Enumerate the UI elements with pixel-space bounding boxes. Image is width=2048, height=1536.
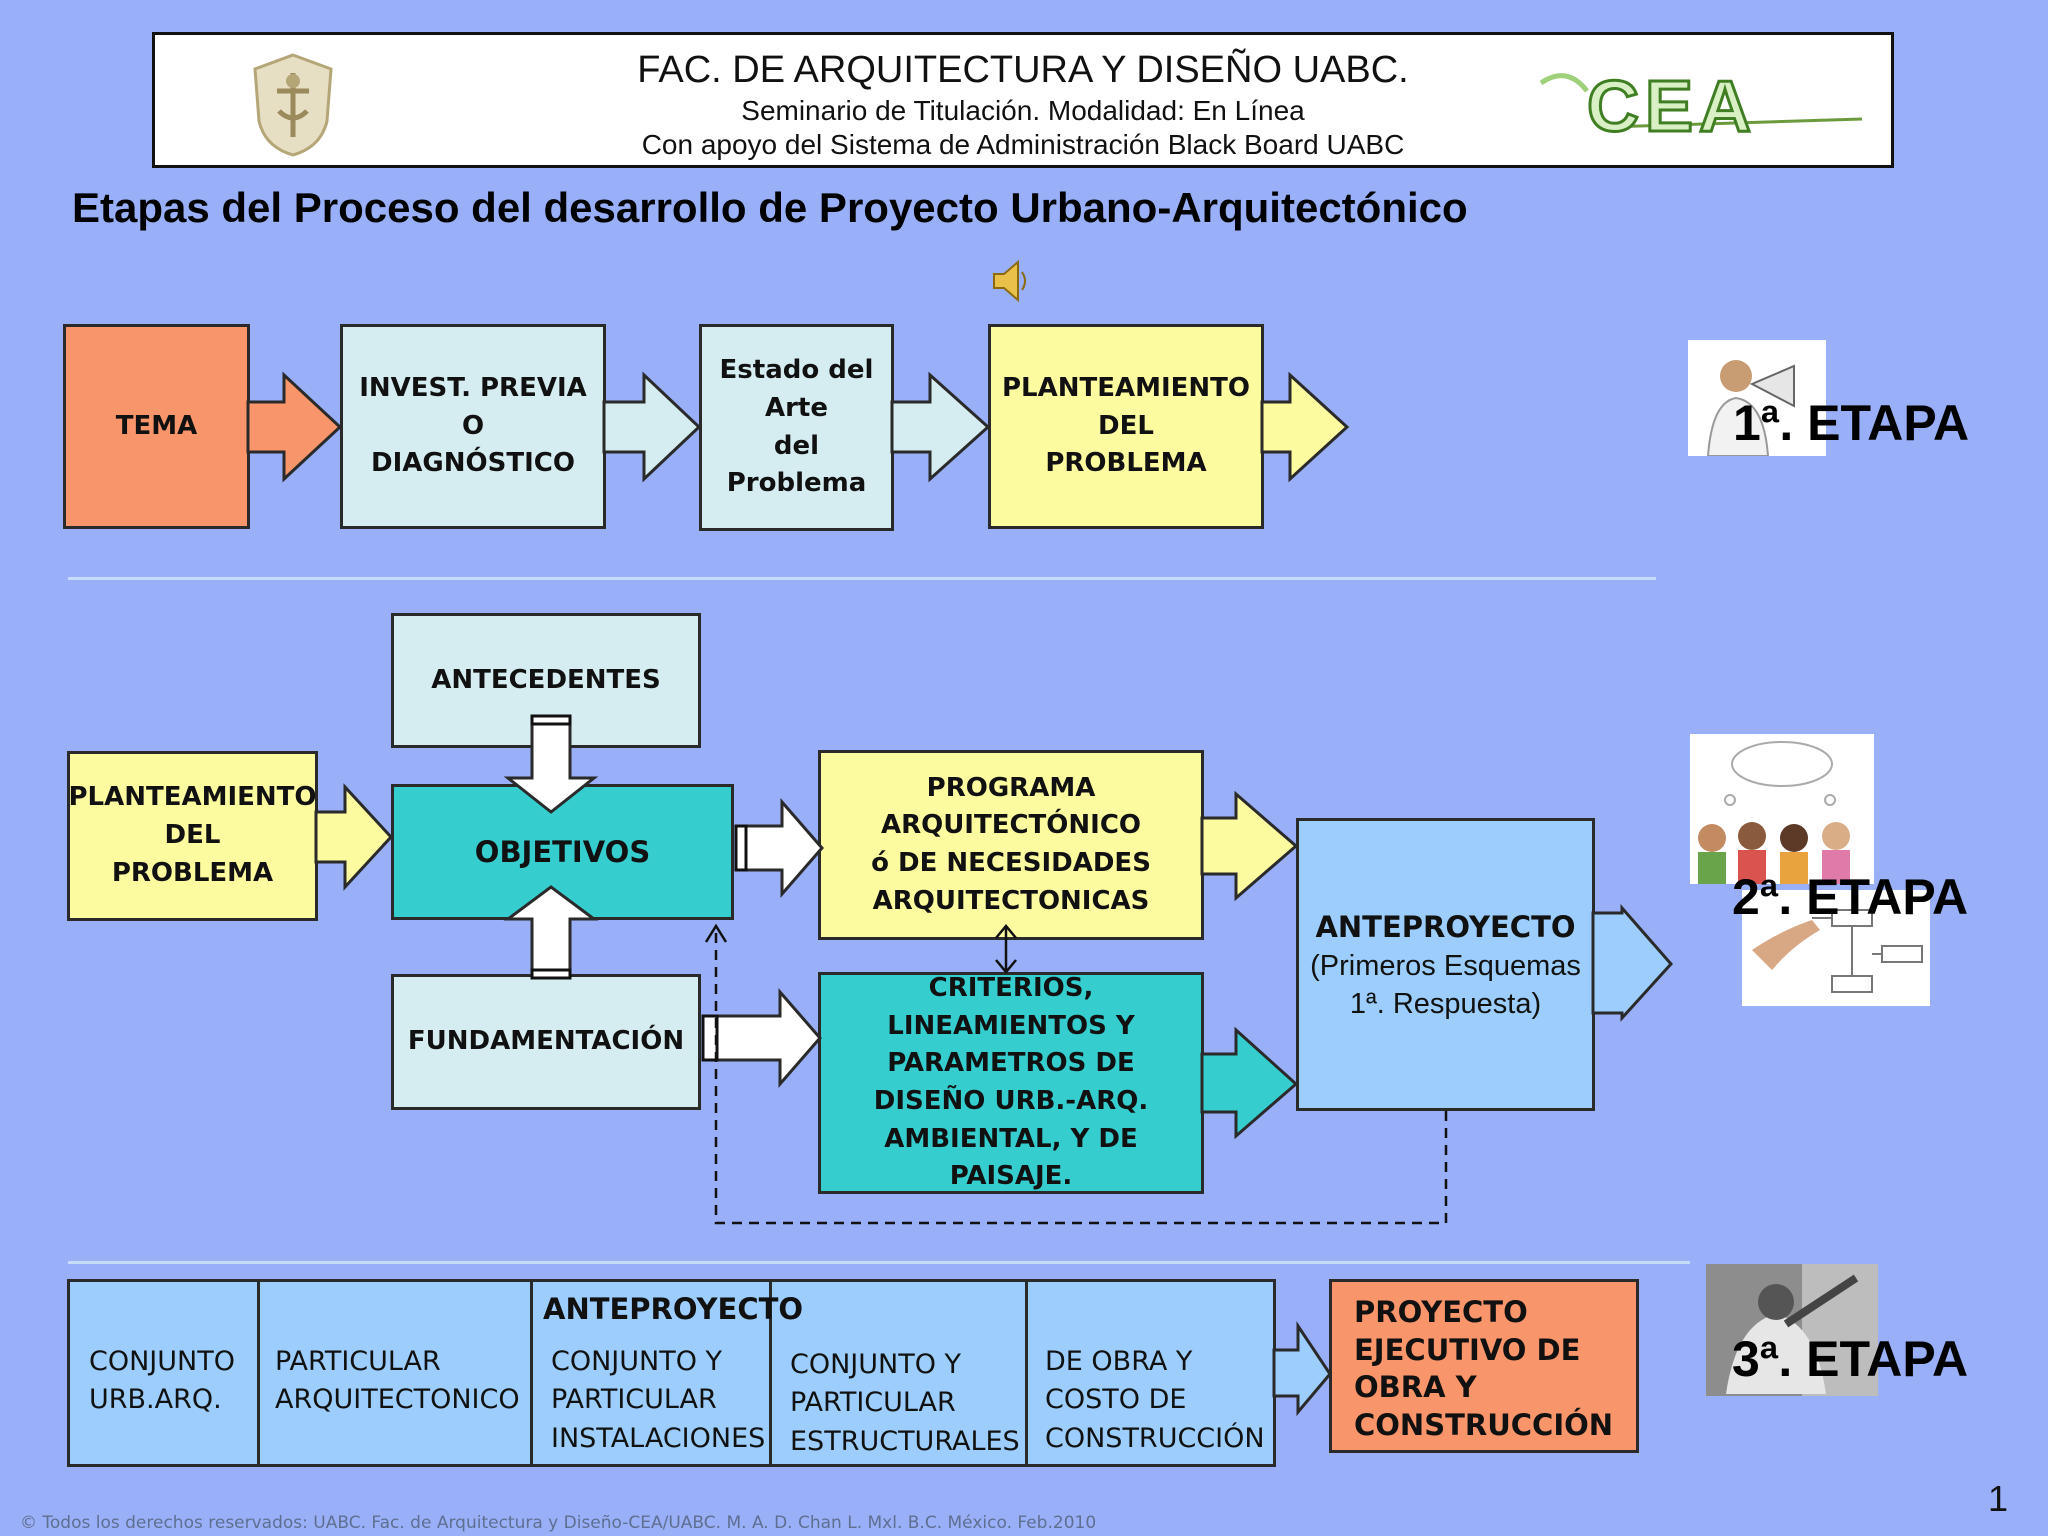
speaker-icon[interactable] bbox=[990, 256, 1030, 306]
table-header: ANTEPROYECTO bbox=[543, 1292, 804, 1326]
box-tema: TEMA bbox=[63, 324, 250, 529]
table-divider bbox=[769, 1282, 772, 1464]
table-divider bbox=[530, 1282, 533, 1464]
separator-2 bbox=[68, 1261, 1690, 1264]
box-objetivos: OBJETIVOS bbox=[391, 784, 734, 920]
arrow-programa-anteproyecto bbox=[1200, 790, 1299, 902]
table-cell: CONJUNTO Y PARTICULAR ESTRUCTURALES bbox=[790, 1349, 1020, 1457]
header-banner: FAC. DE ARQUITECTURA Y DISEÑO UABC. Semi… bbox=[152, 32, 1894, 168]
table-cell: CONJUNTO URB.ARQ. bbox=[89, 1346, 235, 1416]
header-subtitle-2: Con apoyo del Sistema de Administración … bbox=[641, 129, 1405, 160]
arrow-plant-objetivos bbox=[314, 783, 394, 891]
cea-logo-text: CEA bbox=[1587, 67, 1757, 147]
box-anteproyecto: ANTEPROYECTO (Primeros Esquemas 1ª. Resp… bbox=[1296, 818, 1595, 1111]
hand-diagram-icon bbox=[1742, 890, 1930, 1006]
box-estado-arte: Estado del Arte del Problema bbox=[699, 324, 894, 531]
arrow-s1-2 bbox=[602, 371, 702, 483]
arrow-s1-4 bbox=[1260, 371, 1350, 483]
box-planteamiento-2: PLANTEAMIENTO DEL PROBLEMA bbox=[67, 751, 318, 921]
arrow-anteproyecto-out bbox=[1591, 904, 1674, 1022]
table-cell: PARTICULAR ARQUITECTONICO bbox=[275, 1346, 520, 1416]
table-cell: CONJUNTO Y PARTICULAR INSTALACIONES bbox=[551, 1346, 766, 1454]
separator-1 bbox=[68, 577, 1656, 580]
arrow-fundamentacion-criterios bbox=[701, 987, 822, 1089]
arrow-criterios-anteproyecto bbox=[1200, 1026, 1299, 1140]
stage1-label: 1ª. ETAPA bbox=[1733, 395, 1970, 451]
arrow-stripe-3 bbox=[734, 824, 748, 872]
stage3-label: 3ª. ETAPA bbox=[1732, 1331, 1969, 1387]
children-thinking-icon bbox=[1690, 734, 1874, 884]
table-cell: DE OBRA Y COSTO DE CONSTRUCCIÓN bbox=[1045, 1346, 1265, 1454]
box-programa: PROGRAMA ARQUITECTÓNICO ó DE NECESIDADES… bbox=[818, 750, 1204, 940]
box-antecedentes: ANTECEDENTES bbox=[391, 613, 701, 748]
table-divider bbox=[1025, 1282, 1028, 1464]
anteproyecto-subtitle: (Primeros Esquemas 1ª. Respuesta) bbox=[1310, 949, 1581, 1020]
table-divider bbox=[257, 1282, 260, 1464]
arrow-s1-1 bbox=[246, 371, 343, 483]
box-invest-previa: INVEST. PREVIA O DIAGNÓSTICO bbox=[340, 324, 606, 529]
uabc-crest-logo bbox=[253, 53, 333, 157]
box-fundamentacion: FUNDAMENTACIÓN bbox=[391, 974, 701, 1110]
copyright-footer: © Todos los derechos reservados: UABC. F… bbox=[20, 1513, 1097, 1533]
arrow-objetivos-programa bbox=[734, 797, 824, 899]
feedback-arrowhead bbox=[704, 923, 728, 943]
arrow-s1-3 bbox=[890, 371, 991, 483]
header-subtitle: Seminario de Titulación. Modalidad: En L… bbox=[741, 95, 1305, 126]
box-proyecto-ejecutivo: PROYECTO EJECUTIVO DE OBRA Y CONSTRUCCIÓ… bbox=[1329, 1279, 1639, 1453]
arrow-stripe-4 bbox=[701, 1014, 719, 1062]
anteproyecto-table: ANTEPROYECTO CONJUNTO URB.ARQ. PARTICULA… bbox=[67, 1279, 1276, 1467]
box-planteamiento: PLANTEAMIENTO DEL PROBLEMA bbox=[988, 324, 1264, 529]
header-title: FAC. DE ARQUITECTURA Y DISEÑO UABC. bbox=[637, 49, 1409, 91]
arrow-anteproyecto-proyecto bbox=[1272, 1321, 1332, 1417]
page-number: 1 bbox=[1988, 1478, 2009, 1519]
stage2-label: 2ª. ETAPA bbox=[1732, 869, 1969, 925]
cea-logo: CEA bbox=[1539, 66, 1863, 147]
construction-person-icon bbox=[1706, 1264, 1878, 1396]
box-criterios: CRITERIOS, LINEAMIENTOS Y PARAMETROS DE … bbox=[818, 972, 1204, 1194]
anteproyecto-title: ANTEPROYECTO bbox=[1315, 909, 1576, 944]
speaker-person-icon bbox=[1688, 340, 1826, 456]
page-title: Etapas del Proceso del desarrollo de Pro… bbox=[72, 184, 1468, 231]
